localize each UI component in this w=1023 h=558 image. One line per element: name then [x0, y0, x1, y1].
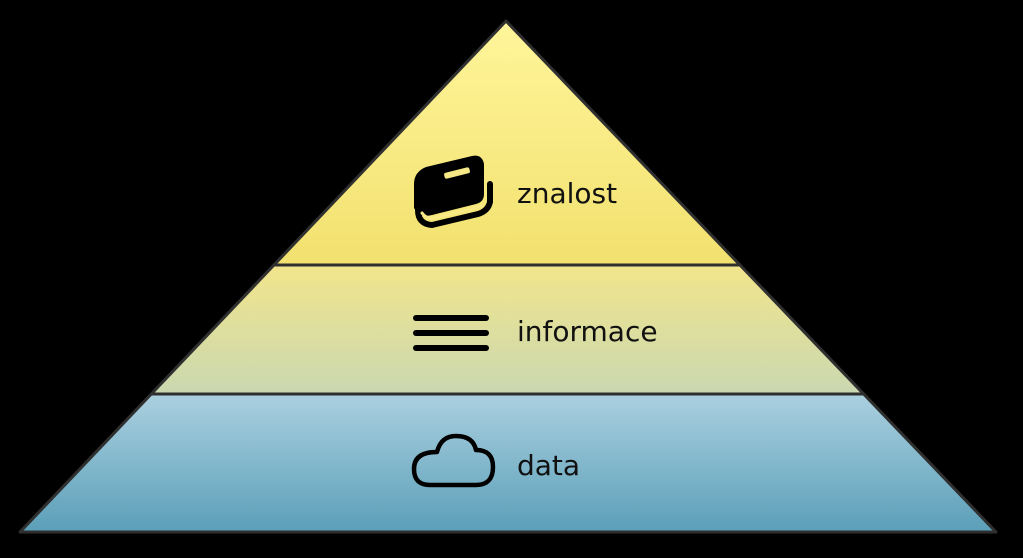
pyramid-outline	[18, 19, 998, 534]
tier-label-data: data	[517, 449, 580, 482]
pyramid-tier-middle	[151, 265, 864, 394]
pyramid-tier-bottom	[20, 394, 996, 532]
tier-label-znalost: znalost	[517, 177, 617, 210]
cloud-icon	[411, 433, 496, 488]
pyramid-tier-top	[274, 21, 741, 265]
lines-icon	[413, 315, 489, 351]
tier-label-informace: informace	[517, 315, 658, 348]
book-icon	[414, 155, 493, 228]
